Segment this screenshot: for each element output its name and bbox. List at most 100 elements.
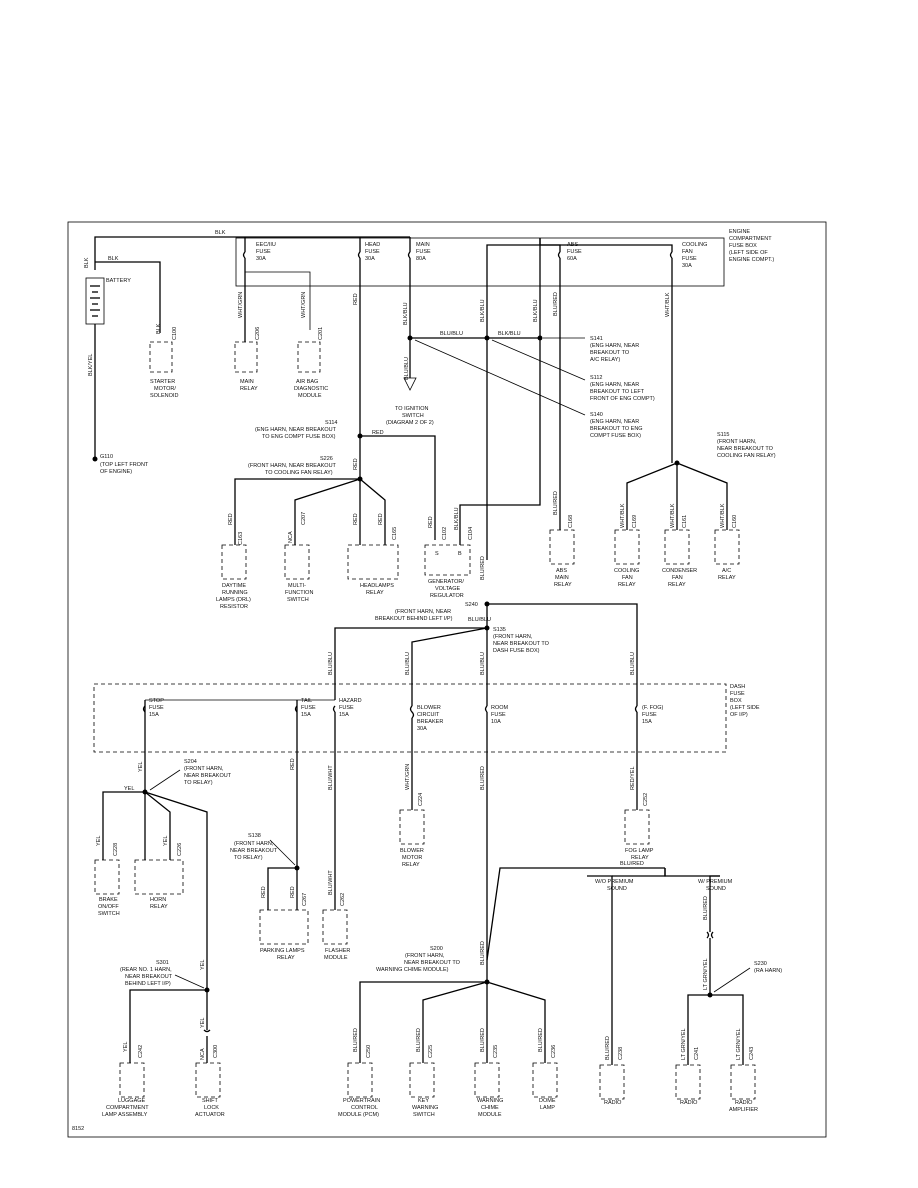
svg-text:TO ENG COMPT FUSE BOX): TO ENG COMPT FUSE BOX) <box>262 434 336 440</box>
svg-text:C160: C160 <box>732 515 738 528</box>
svg-text:(LEFT SIDE: (LEFT SIDE <box>730 705 760 711</box>
svg-text:S: S <box>435 551 439 557</box>
svg-text:RELAY: RELAY <box>277 955 295 961</box>
svg-text:RED: RED <box>353 458 359 470</box>
svg-text:RELAY: RELAY <box>240 386 258 392</box>
svg-text:RED: RED <box>353 293 359 305</box>
svg-text:WHT/GRN: WHT/GRN <box>301 292 307 318</box>
brake-switch: YEL C228 BRAKE ON/OFF SWITCH <box>94 836 120 917</box>
fuse-eec: EEC/IIU FUSE 30A <box>242 242 276 262</box>
wire-label-blk-batt: BLK <box>108 256 119 262</box>
svg-text:HORN: HORN <box>150 897 166 903</box>
svg-text:(ENG HARN, NEAR BREAKOUT: (ENG HARN, NEAR BREAKOUT <box>255 427 337 433</box>
abs-main-relay: C168 ABS MAIN RELAY <box>549 515 575 588</box>
svg-text:RED: RED <box>261 886 267 898</box>
svg-text:MULTI-: MULTI- <box>288 583 306 589</box>
svg-text:BEHIND LEFT I/P): BEHIND LEFT I/P) <box>125 981 171 987</box>
premium-sound-labels: W/O PREMIUM SOUND W/ PREMIUM SOUND <box>595 879 733 892</box>
svg-text:MOTOR/: MOTOR/ <box>154 386 176 392</box>
svg-text:15A: 15A <box>301 712 311 718</box>
svg-text:LAMP: LAMP <box>540 1105 555 1111</box>
svg-text:RADIO: RADIO <box>735 1100 753 1106</box>
svg-text:MAIN: MAIN <box>416 242 430 248</box>
svg-text:LT GRN/YEL: LT GRN/YEL <box>736 1028 742 1060</box>
svg-text:BLK: BLK <box>156 323 162 334</box>
svg-text:COOLING: COOLING <box>682 242 707 248</box>
svg-text:(REAR NO. 1 HARN,: (REAR NO. 1 HARN, <box>120 967 172 973</box>
svg-text:30A: 30A <box>682 263 692 269</box>
svg-text:(ENG HARN, NEAR: (ENG HARN, NEAR <box>590 343 639 349</box>
svg-text:RELAY: RELAY <box>668 582 686 588</box>
svg-text:BLU/RED: BLU/RED <box>353 1028 359 1052</box>
svg-text:NCA: NCA <box>288 531 294 543</box>
svg-text:GENERATOR/: GENERATOR/ <box>428 579 464 585</box>
svg-text:FAN: FAN <box>682 249 693 255</box>
fog-lamp-relay: C252 FOG LAMP RELAY <box>624 793 654 861</box>
svg-text:BLU/BLU: BLU/BLU <box>404 357 410 380</box>
svg-text:EEC/IIU: EEC/IIU <box>256 242 276 248</box>
svg-text:OF ENGINE): OF ENGINE) <box>100 469 132 475</box>
svg-text:SHIFT: SHIFT <box>202 1098 219 1104</box>
svg-text:C300: C300 <box>213 1045 219 1058</box>
dome-lamp: BLU/RED C236 DOME LAMP <box>532 1028 558 1111</box>
radio-premium: LT GRN/YEL C241 RADIO <box>675 1028 701 1106</box>
breaker-blower: BLOWER CIRCUIT BREAKER 30A <box>409 705 443 732</box>
svg-text:FAN: FAN <box>672 575 683 581</box>
splice-s112: S112 (ENG HARN, NEAR BREAKOUT TO LEFT FR… <box>590 375 655 402</box>
svg-text:(LEFT SIDE OF: (LEFT SIDE OF <box>729 250 768 256</box>
svg-text:C168: C168 <box>568 515 574 528</box>
diagram-id: 8152 <box>72 1126 84 1132</box>
svg-text:S240: S240 <box>465 602 478 608</box>
fuse-cooling: COOLING FAN FUSE 30A <box>669 242 707 269</box>
svg-text:CHIME: CHIME <box>481 1105 499 1111</box>
svg-text:HEADLAMPS: HEADLAMPS <box>360 583 394 589</box>
svg-text:NEAR BREAKOUT: NEAR BREAKOUT <box>230 848 278 854</box>
svg-text:C267: C267 <box>302 893 308 906</box>
svg-text:TAIL: TAIL <box>301 698 312 704</box>
svg-text:AMPLIFIER: AMPLIFIER <box>729 1107 758 1113</box>
svg-text:W/ PREMIUM: W/ PREMIUM <box>698 879 733 885</box>
engine-box-label: ENGINE COMPARTMENT FUSE BOX (LEFT SIDE O… <box>729 229 774 263</box>
svg-text:BLU/BLU: BLU/BLU <box>328 652 334 675</box>
battery: BATTERY <box>85 277 131 325</box>
svg-text:DASH FUSE BOX): DASH FUSE BOX) <box>493 648 540 654</box>
svg-text:BLU/RED: BLU/RED <box>480 556 486 580</box>
svg-text:MODULE: MODULE <box>478 1112 502 1118</box>
svg-text:60A: 60A <box>567 256 577 262</box>
svg-text:ENGINE: ENGINE <box>729 229 750 235</box>
svg-text:FUSE: FUSE <box>301 705 316 711</box>
svg-text:C100: C100 <box>172 327 178 340</box>
svg-text:SOUND: SOUND <box>706 886 726 892</box>
svg-text:BOX: BOX <box>730 698 742 704</box>
svg-text:WARNING CHIME MODULE): WARNING CHIME MODULE) <box>376 967 449 973</box>
svg-text:BLU/RED: BLU/RED <box>480 941 486 965</box>
svg-text:POWERTRAIN: POWERTRAIN <box>343 1098 380 1104</box>
svg-text:FUSE: FUSE <box>682 256 697 262</box>
svg-text:LUGGAGE: LUGGAGE <box>118 1098 146 1104</box>
ignition-switch-ref: TO IGNITION SWITCH (DIAGRAM 2 OF 2) <box>386 406 434 426</box>
svg-text:FUSE BOX: FUSE BOX <box>729 243 757 249</box>
svg-text:SWITCH: SWITCH <box>287 597 309 603</box>
svg-text:LT GRN/YEL: LT GRN/YEL <box>703 958 709 990</box>
svg-text:BLOWER: BLOWER <box>417 705 441 711</box>
svg-text:BLU/BLU: BLU/BLU <box>468 617 491 623</box>
svg-text:FUSE: FUSE <box>416 249 431 255</box>
svg-text:BREAKER: BREAKER <box>417 719 443 725</box>
svg-text:FAN: FAN <box>622 575 633 581</box>
svg-text:ROOM: ROOM <box>491 705 509 711</box>
svg-text:BLU/WHT: BLU/WHT <box>328 870 334 895</box>
svg-text:(FRONT HARN,: (FRONT HARN, <box>405 953 445 959</box>
pcm: BLU/RED C250 POWERTRAIN CONTROL MODULE (… <box>338 1028 380 1118</box>
svg-text:BLK: BLK <box>84 257 90 268</box>
svg-text:YEL: YEL <box>200 1018 206 1028</box>
splice-s135: S135 (FRONT HARN, NEAR BREAKOUT TO DASH … <box>493 627 550 654</box>
airbag-module: C201 AIR BAG DIAGNOSTIC MODULE <box>294 327 328 399</box>
svg-text:YEL: YEL <box>200 960 206 970</box>
svg-text:TO RELAY): TO RELAY) <box>184 780 213 786</box>
luggage-lamp: YEL C242 LUGGAGE COMPARTMENT LAMP ASSEMB… <box>102 1042 149 1118</box>
svg-text:15A: 15A <box>642 719 652 725</box>
svg-text:RELAY: RELAY <box>554 582 572 588</box>
svg-text:DIAGNOSTIC: DIAGNOSTIC <box>294 386 328 392</box>
condenser-fan-relay: WHT/BLK C161 CONDENSER FAN RELAY <box>662 503 697 588</box>
svg-text:MAIN: MAIN <box>240 379 254 385</box>
